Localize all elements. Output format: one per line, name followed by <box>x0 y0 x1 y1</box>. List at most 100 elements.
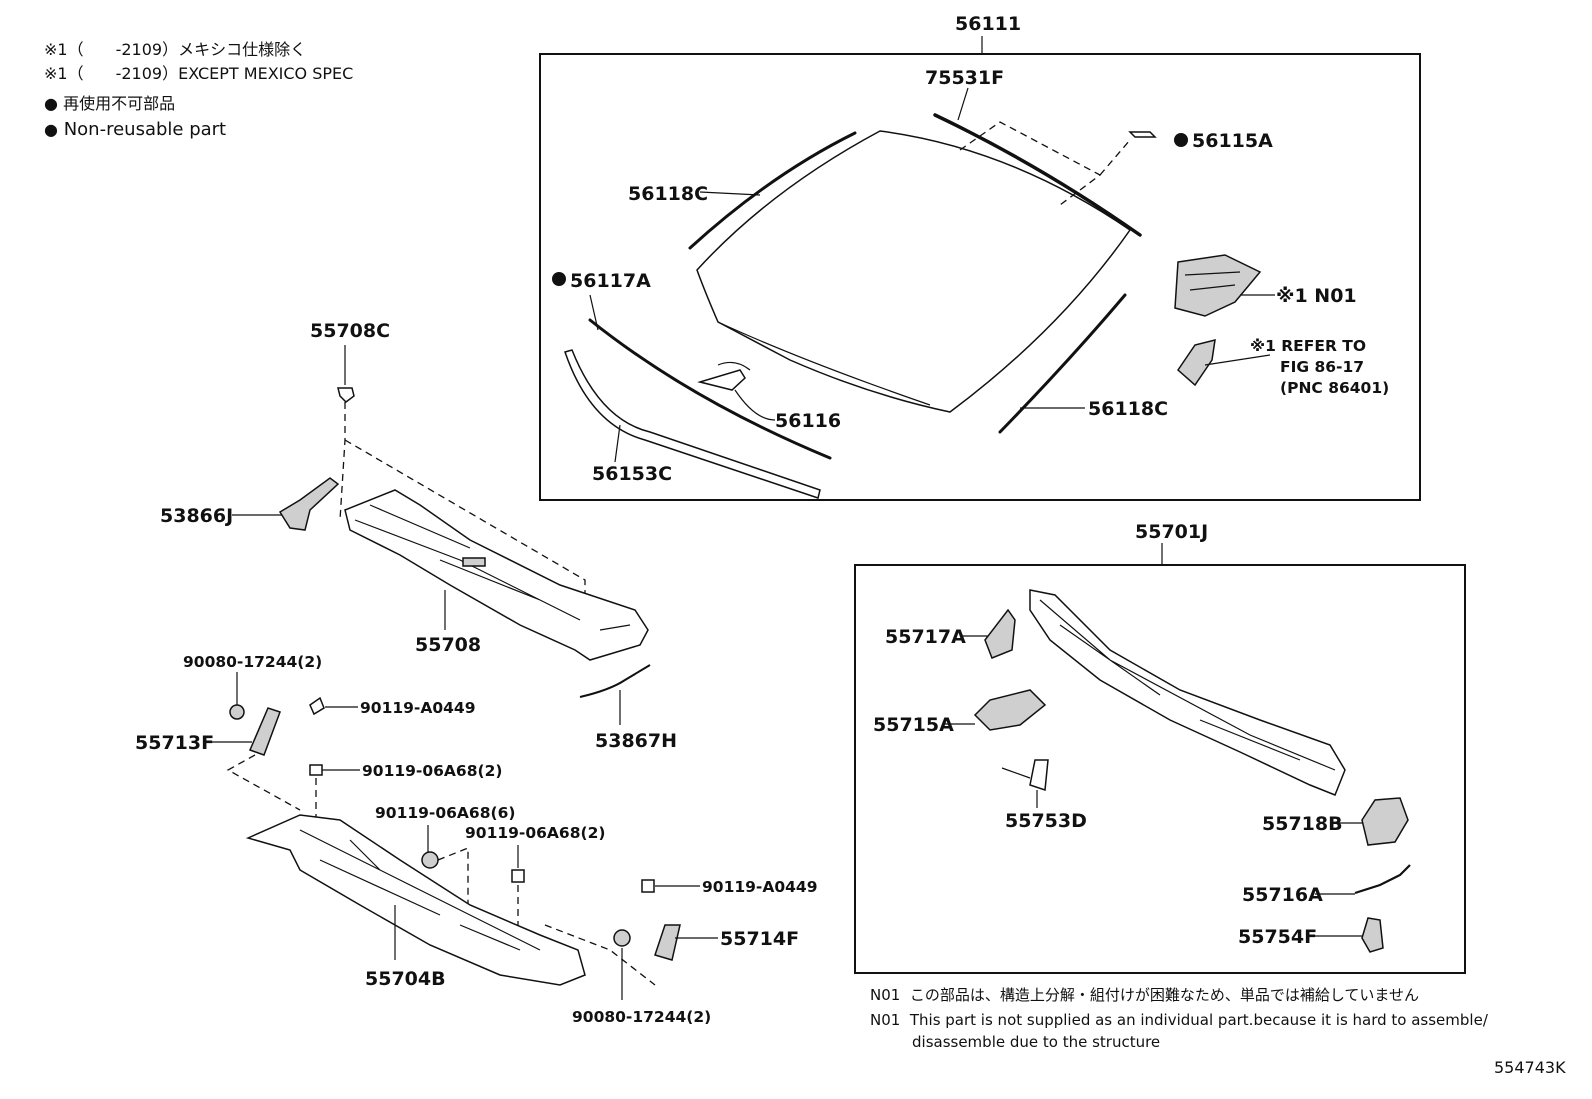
footnote-n01-en-line2: disassemble due to the structure <box>912 1033 1161 1051</box>
part-55708-slot <box>462 557 486 567</box>
label-90119-06A68-2a: 90119-06A68(2) <box>362 762 502 780</box>
note-except-mexico-jp: ※1（ -2109）メキシコ仕様除く <box>44 40 307 59</box>
windshield-glass <box>696 130 1132 413</box>
label-56153C: 56153C <box>592 463 672 485</box>
part-55708-cowl <box>344 489 649 661</box>
nonreusable-dot-icon: ● <box>44 94 58 113</box>
label-55715A: 55715A <box>873 714 954 736</box>
label-75531F: 75531F <box>925 67 1004 89</box>
footnote-n01-jp: N01 この部品は、構造上分解・組付けが困難なため、単品では補給していません <box>870 986 1419 1004</box>
part-55716A <box>1354 864 1411 895</box>
label-55714F: 55714F <box>720 928 799 950</box>
figure-code: 554743K <box>1494 1058 1566 1077</box>
label-90080-17244-bot: 90080-17244(2) <box>572 1008 711 1026</box>
dash-06A68-6 <box>437 847 469 915</box>
windshield-frame <box>539 53 1421 501</box>
part-56117A <box>588 318 832 460</box>
label-90080-17244-top: 90080-17244(2) <box>183 653 322 671</box>
footnote-n01-en: N01 This part is not supplied as an indi… <box>870 1011 1488 1029</box>
part-55701J-beam <box>1029 589 1346 796</box>
label-N01: ※1 N01 <box>1276 285 1357 307</box>
dash-56115A <box>959 121 1102 206</box>
label-55708: 55708 <box>415 634 481 656</box>
part-N01-detail <box>1184 271 1241 291</box>
label-55716A: 55716A <box>1242 884 1323 906</box>
nonreusable-dot-56117A <box>552 272 566 286</box>
label-55713F: 55713F <box>135 732 214 754</box>
part-90119-06A68-6 <box>421 851 439 869</box>
windshield-group: 56111 75531F 56115A 56118C 56117A <box>539 13 1421 501</box>
part-N01-bracket <box>1174 254 1262 317</box>
leader-56118C-top <box>699 191 761 196</box>
cowl-panel-group: 90080-17244(2) 90119-A0449 55713F 90119-… <box>135 653 818 1026</box>
label-90119-A0449-top: 90119-A0449 <box>360 699 476 717</box>
label-refer-line2: FIG 86-17 <box>1280 358 1364 376</box>
nonreusable-dot-56115A <box>1174 133 1188 147</box>
label-53867H: 53867H <box>595 730 677 752</box>
part-55704B-detail <box>299 829 541 951</box>
leader-refer <box>1204 354 1271 366</box>
label-55717A: 55717A <box>885 626 966 648</box>
cowl-top-group: 55708C 53866J 55708 53867H <box>160 320 677 752</box>
label-56117A: 56117A <box>570 270 651 292</box>
leader-56153C <box>614 424 621 463</box>
windshield-lower-edge <box>717 321 931 406</box>
part-56153C <box>564 349 821 499</box>
label-56111: 56111 <box>955 13 1021 35</box>
leader-56117A <box>589 294 599 331</box>
part-55713F <box>248 707 281 756</box>
label-55754F: 55754F <box>1238 926 1317 948</box>
label-refer-line1: ※1 REFER TO <box>1250 337 1366 355</box>
part-55701J-detail <box>1039 599 1336 771</box>
part-refer-cover <box>1177 338 1216 387</box>
part-90119-06A68-2b <box>511 869 525 883</box>
part-53867H <box>579 664 651 698</box>
part-55753D-wire <box>1001 767 1031 779</box>
part-55717A <box>984 608 1016 659</box>
part-56116-hook <box>717 361 751 371</box>
dash-55708C <box>339 402 586 625</box>
label-90119-06A68-2b: 90119-06A68(2) <box>465 824 605 842</box>
label-55718B: 55718B <box>1262 813 1343 835</box>
label-55701J: 55701J <box>1135 521 1208 543</box>
note-nonreusable-en: ● Non-reusable part <box>44 119 227 140</box>
reinforcement-frame <box>854 564 1466 974</box>
part-55754F <box>1361 917 1384 953</box>
part-56118C-right <box>998 293 1127 434</box>
part-90080-nut-top <box>229 704 245 720</box>
part-90119-A0449-bot <box>641 879 655 893</box>
label-56115A: 56115A <box>1192 130 1273 152</box>
note-except-mexico-en: ※1（ -2109）EXCEPT MEXICO SPEC <box>44 64 354 83</box>
leader-75531F <box>957 87 969 121</box>
part-53866J <box>278 477 340 531</box>
part-55718B <box>1361 797 1409 846</box>
part-55715A <box>973 689 1047 731</box>
part-56118C-left <box>688 131 857 250</box>
cowl-reinforcement-group: 55701J 55717A 55715A 55753D 55718B <box>854 521 1466 974</box>
label-90119-A0449-bot: 90119-A0449 <box>702 878 818 896</box>
label-56118C-right: 56118C <box>1088 398 1168 420</box>
leader-56116 <box>734 389 776 421</box>
part-56115A <box>1128 131 1157 138</box>
label-56118C-top: 56118C <box>628 183 708 205</box>
label-55708C: 55708C <box>310 320 390 342</box>
label-56116: 56116 <box>775 410 841 432</box>
part-90119-A0449-top <box>309 696 325 716</box>
part-55708-detail <box>354 504 631 631</box>
part-90080-nut-bot <box>613 929 631 947</box>
part-55714F <box>654 924 681 961</box>
label-refer-line3: (PNC 86401) <box>1280 379 1389 397</box>
part-56116 <box>697 369 746 391</box>
dash-56115A-2 <box>1099 139 1131 176</box>
label-55753D: 55753D <box>1005 810 1087 832</box>
label-53866J: 53866J <box>160 505 233 527</box>
part-55753D <box>1029 759 1049 792</box>
part-55708C-clip <box>337 387 355 403</box>
nonreusable-dot-icon: ● <box>44 120 58 139</box>
dash-55713F <box>226 754 301 811</box>
part-75531F <box>933 113 1142 237</box>
label-90119-06A68-6: 90119-06A68(6) <box>375 804 515 822</box>
part-90119-06A68-a <box>309 764 323 776</box>
